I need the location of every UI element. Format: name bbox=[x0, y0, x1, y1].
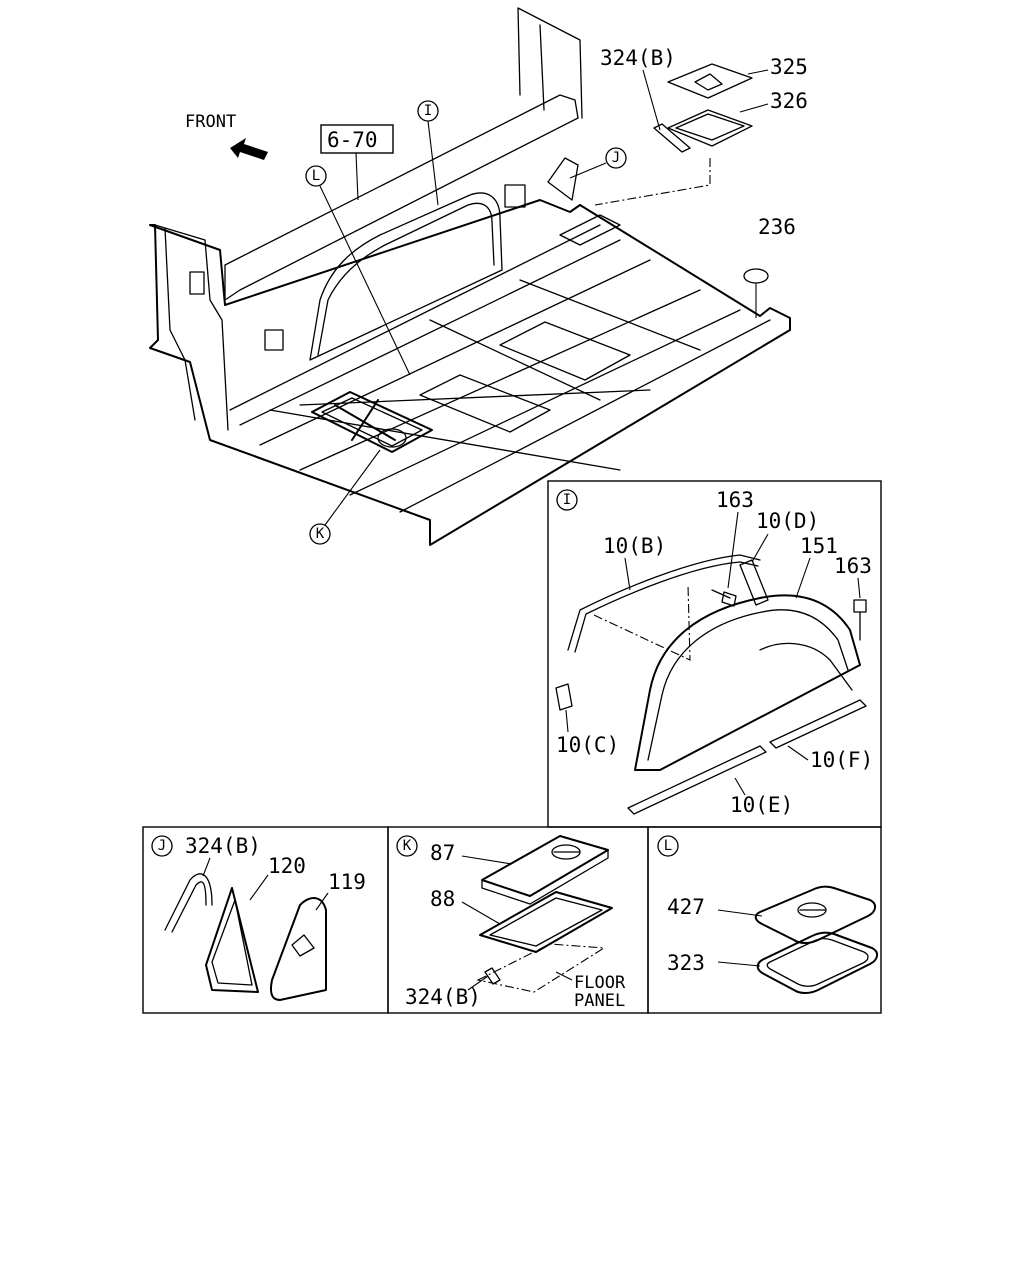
detail-i-tag: I bbox=[563, 492, 571, 508]
label-236: 236 bbox=[758, 215, 796, 239]
bolt-163a bbox=[711, 589, 737, 607]
ref-box bbox=[320, 124, 394, 154]
gasket-323 bbox=[756, 931, 878, 994]
seal-324b-k bbox=[484, 967, 501, 985]
label-87: 87 bbox=[430, 841, 455, 865]
seal-10e bbox=[627, 745, 767, 815]
floor-panel-outline bbox=[476, 943, 606, 993]
svg-text:J: J bbox=[612, 150, 620, 166]
detail-i-frame bbox=[547, 480, 882, 828]
label-325: 325 bbox=[770, 55, 808, 79]
wheelhouse-liner-151 bbox=[634, 594, 861, 771]
cover-87 bbox=[481, 835, 609, 897]
main-callouts: I L J K bbox=[305, 100, 627, 545]
callout-l bbox=[305, 165, 327, 187]
label-floor: FLOOR bbox=[574, 973, 626, 993]
label-119: 119 bbox=[328, 870, 366, 894]
detail-l-frame bbox=[647, 826, 882, 1014]
label-120: 120 bbox=[268, 854, 306, 878]
label-326: 326 bbox=[770, 89, 808, 113]
label-151: 151 bbox=[800, 534, 838, 558]
label-324b-top: 324(B) bbox=[600, 46, 676, 70]
label-324b-k: 324(B) bbox=[405, 985, 481, 1009]
seal-10d bbox=[739, 559, 769, 606]
detail-l-tag: L bbox=[664, 838, 672, 854]
ref-box-label: 6-70 bbox=[327, 128, 378, 152]
label-panel: PANEL bbox=[574, 991, 625, 1011]
seal-324b-j bbox=[164, 873, 213, 931]
seal-10b bbox=[567, 554, 761, 651]
label-10c: 10(C) bbox=[556, 733, 619, 757]
detail-j-frame bbox=[142, 826, 389, 1014]
label-163b: 163 bbox=[834, 554, 872, 578]
detail-j-panel: J 324(B) 120 119 bbox=[142, 826, 389, 1014]
label-10b: 10(B) bbox=[603, 534, 666, 558]
label-427: 427 bbox=[667, 895, 705, 919]
seal-10c bbox=[555, 683, 573, 711]
callout-k bbox=[309, 523, 331, 545]
label-323: 323 bbox=[667, 951, 705, 975]
svg-text:L: L bbox=[312, 168, 320, 184]
top-right-parts: 324(B) 325 326 236 bbox=[594, 46, 808, 239]
detail-l-panel: L 427 323 bbox=[647, 826, 882, 1014]
detail-j-tag: J bbox=[158, 838, 166, 854]
label-10f: 10(F) bbox=[810, 748, 873, 772]
svg-text:I: I bbox=[424, 103, 432, 119]
front-label: FRONT bbox=[185, 112, 236, 132]
label-10e: 10(E) bbox=[730, 793, 793, 817]
floor-outline bbox=[149, 199, 791, 546]
seal-strip-324b bbox=[653, 123, 691, 153]
cover-427 bbox=[754, 885, 876, 944]
cover-325 bbox=[667, 63, 753, 99]
seal-10f bbox=[769, 699, 867, 749]
label-324b-j: 324(B) bbox=[185, 834, 261, 858]
bolt-163b bbox=[853, 599, 867, 641]
hatch-panel-k bbox=[311, 391, 433, 453]
detail-i-panel: I 163 10(D) 10(B) 151 163 10(C) bbox=[547, 480, 882, 828]
detail-k-tag: K bbox=[403, 838, 412, 854]
gasket-88 bbox=[479, 891, 613, 953]
cover-119 bbox=[270, 897, 327, 1001]
detail-k-panel: K 87 88 324(B) FLOOR PANEL bbox=[387, 826, 649, 1014]
callout-j bbox=[605, 147, 627, 169]
gasket-326 bbox=[667, 109, 753, 147]
front-arrow-icon bbox=[230, 138, 268, 160]
label-88: 88 bbox=[430, 887, 455, 911]
floor-assembly-drawing: FRONT 6-70 bbox=[149, 7, 791, 546]
svg-text:K: K bbox=[316, 526, 325, 542]
plug-236 bbox=[743, 268, 769, 284]
label-163a: 163 bbox=[716, 488, 754, 512]
gasket-120 bbox=[205, 887, 259, 993]
label-10d: 10(D) bbox=[756, 509, 819, 533]
